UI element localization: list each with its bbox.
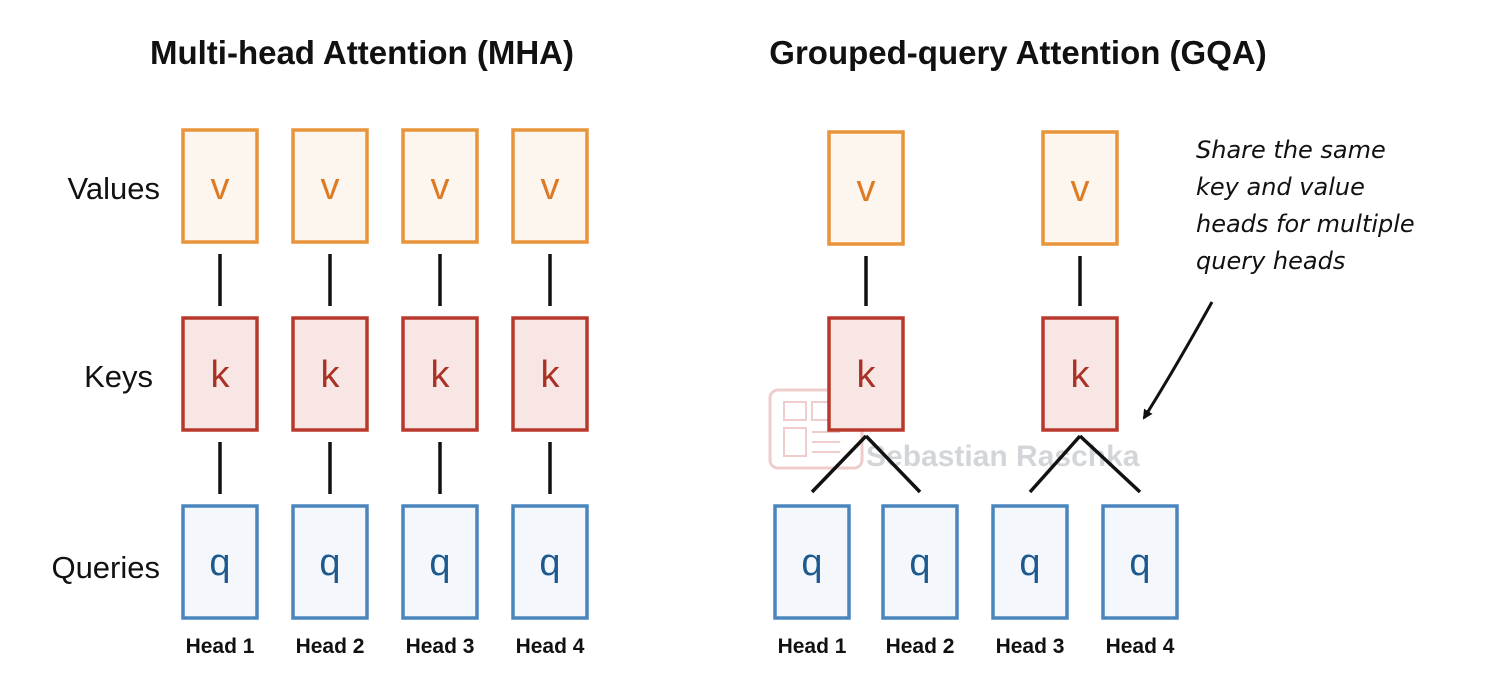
- mha-key-head-3: k: [401, 316, 479, 432]
- gqa-query-head-2: q: [881, 504, 959, 620]
- gqa-title: Grouped-query Attention (GQA): [769, 34, 1266, 71]
- mha-value-head-4-box: [511, 128, 589, 244]
- gqa-query-head-3-letter: q: [1019, 542, 1040, 584]
- gqa-head-label-1: Head 1: [778, 635, 847, 658]
- gqa-annotation: Share the same key and value heads for mul…: [1196, 136, 1415, 275]
- mha-key-head-4: k: [511, 316, 589, 432]
- mha-key-head-4-letter: k: [541, 354, 561, 396]
- mha-value-head-3-box: [401, 128, 479, 244]
- mha-value-head-4-letter: v: [541, 166, 560, 208]
- gqa-key-query-connector: [1028, 434, 1082, 494]
- gqa-head-label-4: Head 4: [1106, 635, 1175, 658]
- gqa-query-head-3: q: [991, 504, 1069, 620]
- gqa-query-head-1-letter: q: [801, 542, 822, 584]
- mha-value-head-1-letter: v: [211, 166, 230, 208]
- gqa-query-head-2-letter: q: [909, 542, 930, 584]
- gqa-value-group-1-box: [827, 130, 905, 246]
- gqa-query-head-1: q: [773, 504, 851, 620]
- mha-key-head-1-box: [181, 316, 259, 432]
- mha-key-head-2: k: [291, 316, 369, 432]
- gqa-query-head-4-box: [1101, 504, 1179, 620]
- gqa-query-head-4: q: [1101, 504, 1179, 620]
- mha-query-head-1-box: [181, 504, 259, 620]
- mha-query-head-3-letter: q: [429, 542, 450, 584]
- gqa-value-group-2-letter: v: [1071, 168, 1090, 210]
- mha-key-head-4-box: [511, 316, 589, 432]
- mha-key-head-3-box: [401, 316, 479, 432]
- annotation-line-4: query heads: [1196, 247, 1345, 275]
- gqa-key-group-1-box: [827, 316, 905, 432]
- mha-head-label-4: Head 4: [516, 635, 585, 658]
- mha-head-label-3: Head 3: [406, 635, 475, 658]
- row-label-keys: Keys: [84, 359, 153, 394]
- mha-value-head-3: v: [401, 128, 479, 244]
- mha-key-head-1-letter: k: [211, 354, 231, 396]
- mha-query-head-4-letter: q: [539, 542, 560, 584]
- gqa-key-query-connector: [810, 434, 868, 494]
- annotation-line-1: Share the same: [1196, 136, 1386, 164]
- gqa-query-head-3-box: [991, 504, 1069, 620]
- mha-query-head-4-box: [511, 504, 589, 620]
- watermark-text: Sebastian Raschka: [866, 440, 1140, 473]
- mha-head-label-2: Head 2: [296, 635, 365, 658]
- gqa-query-head-1-box: [773, 504, 851, 620]
- mha-query-head-2-box: [291, 504, 369, 620]
- mha-key-head-2-box: [291, 316, 369, 432]
- gqa-key-group-1: k: [827, 316, 905, 432]
- gqa-value-group-1-letter: v: [857, 168, 876, 210]
- gqa-key-group-2: k: [1041, 316, 1119, 432]
- annotation-arrow-icon: [1142, 301, 1214, 420]
- gqa-query-head-2-box: [881, 504, 959, 620]
- mha-head-label-1: Head 1: [186, 635, 255, 658]
- mha-query-head-3: q: [401, 504, 479, 620]
- mha-key-head-3-letter: k: [431, 354, 451, 396]
- mha-value-head-2-box: [291, 128, 369, 244]
- gqa-key-query-connector: [1078, 434, 1142, 494]
- watermark: Sebastian Raschka: [768, 388, 1140, 473]
- mha-value-head-2-letter: v: [321, 166, 340, 208]
- gqa-query-head-4-letter: q: [1129, 542, 1150, 584]
- gqa-head-label-2: Head 2: [886, 635, 955, 658]
- mha-query-head-3-box: [401, 504, 479, 620]
- mha-key-head-1: k: [181, 316, 259, 432]
- gqa-key-group-2-box: [1041, 316, 1119, 432]
- mha-query-head-1-letter: q: [209, 542, 230, 584]
- gqa-head-label-3: Head 3: [996, 635, 1065, 658]
- mha-query-head-2: q: [291, 504, 369, 620]
- mha-query-head-2-letter: q: [319, 542, 340, 584]
- annotation-line-3: heads for multiple: [1196, 210, 1415, 238]
- row-label-queries: Queries: [51, 550, 160, 585]
- annotation-line-2: key and value: [1196, 173, 1365, 201]
- mha-value-head-3-letter: v: [431, 166, 450, 208]
- gqa-value-group-1: v: [827, 130, 905, 246]
- mha-value-head-1: v: [181, 128, 259, 244]
- gqa-value-group-2: v: [1041, 130, 1119, 246]
- gqa-key-group-1-letter: k: [857, 354, 877, 396]
- mha-value-head-1-box: [181, 128, 259, 244]
- mha-value-head-2: v: [291, 128, 369, 244]
- gqa-value-group-2-box: [1041, 130, 1119, 246]
- mha-key-head-2-letter: k: [321, 354, 341, 396]
- gqa-key-query-connector: [864, 434, 922, 494]
- row-label-values: Values: [68, 171, 161, 206]
- mha-title: Multi-head Attention (MHA): [150, 34, 574, 71]
- mha-query-head-1: q: [181, 504, 259, 620]
- gqa-key-group-2-letter: k: [1071, 354, 1091, 396]
- mha-query-head-4: q: [511, 504, 589, 620]
- mha-value-head-4: v: [511, 128, 589, 244]
